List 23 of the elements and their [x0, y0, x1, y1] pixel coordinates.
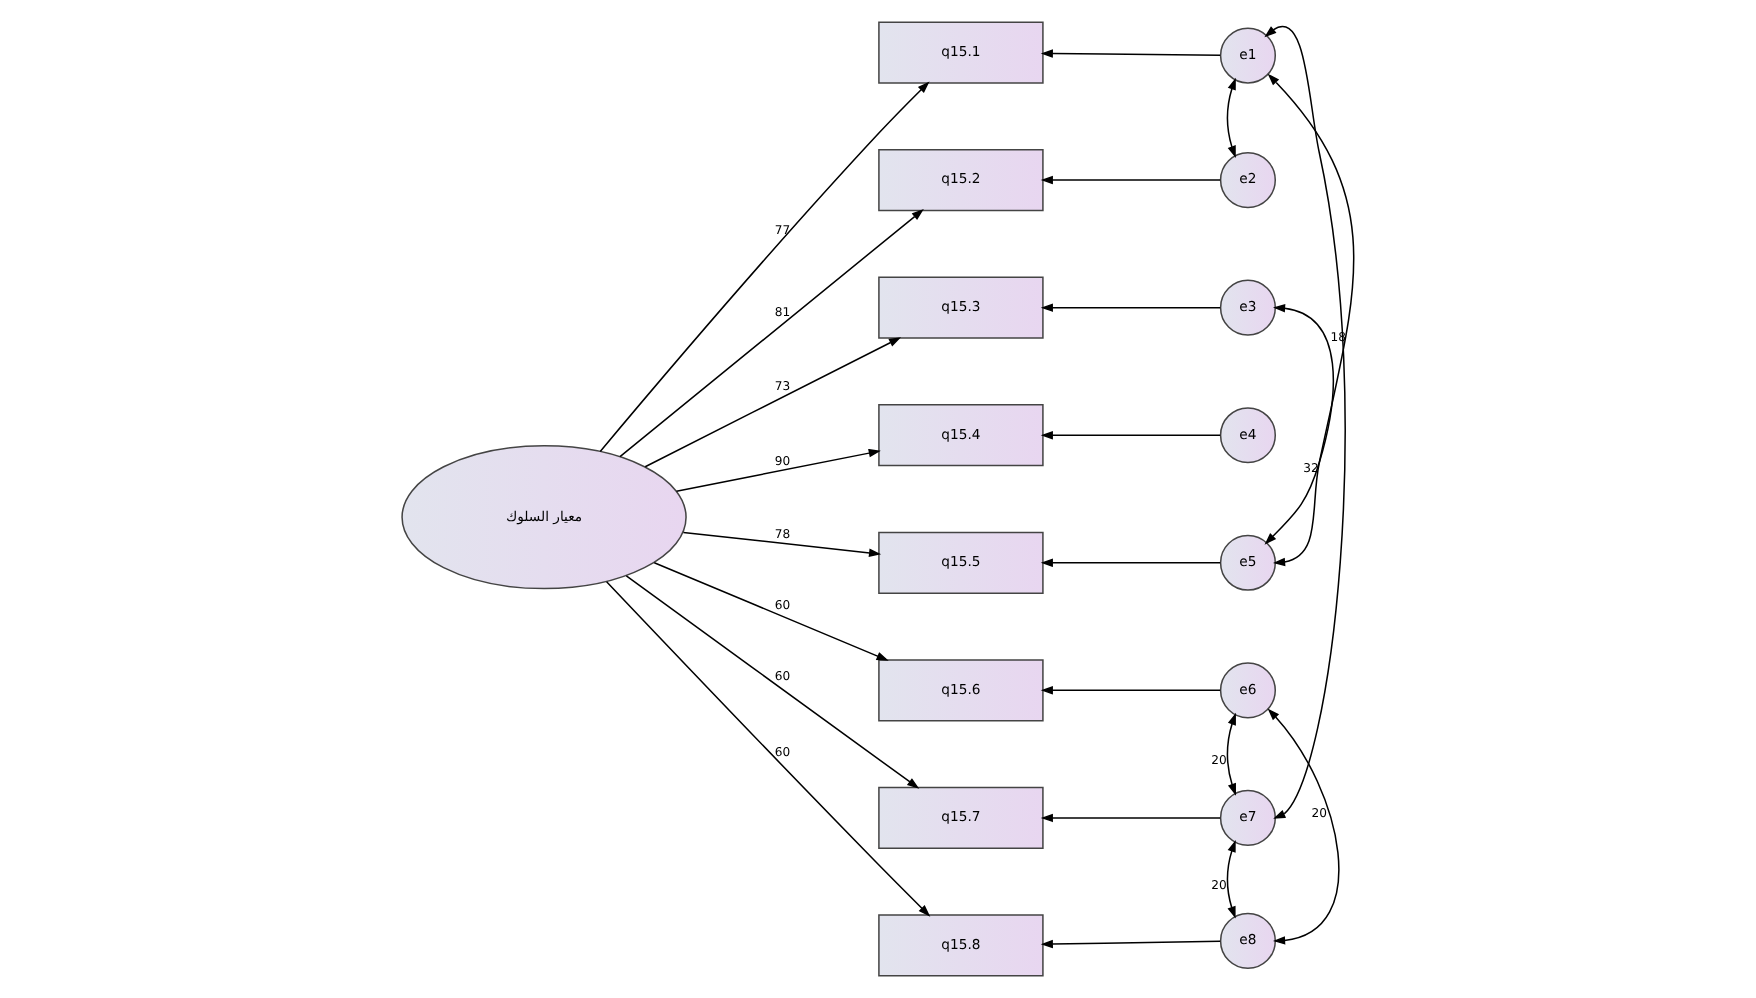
arrow [1226, 839, 1236, 919]
arrow [619, 209, 924, 458]
arrow [1226, 712, 1236, 796]
arrow [682, 531, 882, 558]
arrow [653, 561, 889, 661]
arrow [1264, 303, 1335, 545]
arrow [675, 448, 881, 493]
arrow [1040, 430, 1221, 440]
arrow [1040, 558, 1221, 568]
arrow [1226, 77, 1236, 158]
arrow [1264, 25, 1346, 819]
arrow [1040, 686, 1221, 695]
arrow [599, 81, 930, 453]
arrow [1267, 708, 1340, 945]
arrow [1040, 303, 1221, 312]
arrow [1040, 175, 1221, 185]
arrow [644, 337, 902, 468]
arrow [605, 580, 931, 917]
arrow [1040, 49, 1221, 58]
arrow [1267, 73, 1355, 567]
arrow [625, 575, 920, 789]
arrow [1040, 813, 1221, 823]
arrow [1040, 939, 1221, 949]
